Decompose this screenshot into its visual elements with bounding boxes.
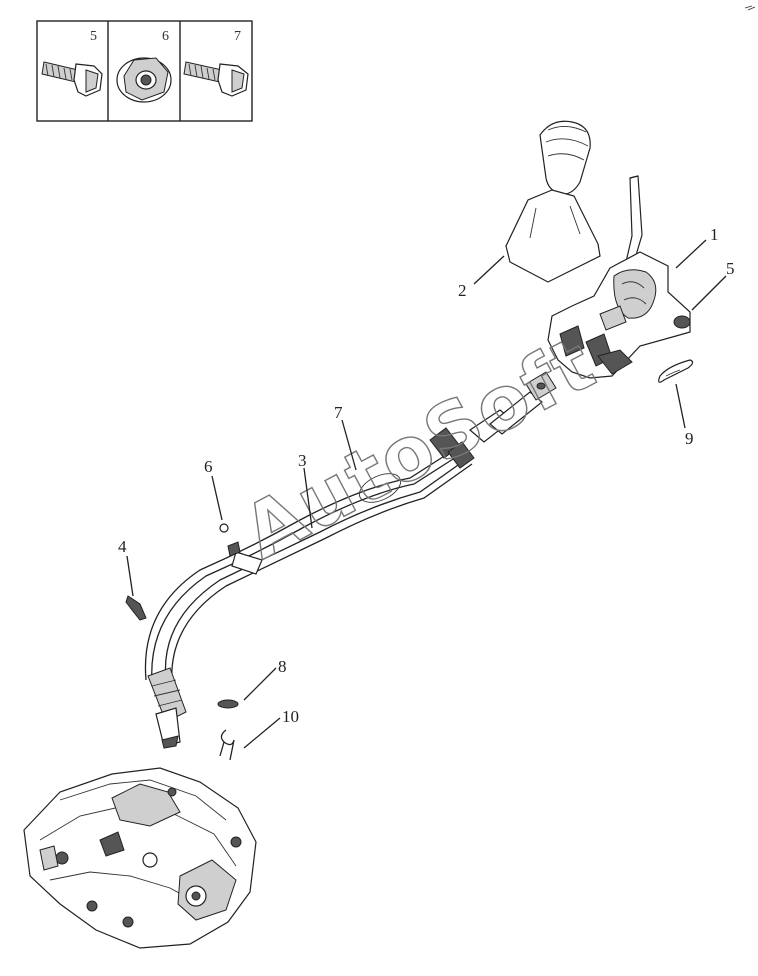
small-washer — [219, 523, 229, 533]
watermark-text: AutoSoft — [230, 320, 609, 576]
inset-label-5: 5 — [90, 29, 97, 44]
inset-label-7: 7 — [234, 29, 241, 44]
callout-2: 2 — [458, 281, 467, 300]
callout-4: 4 — [118, 537, 127, 556]
r-clip-pin — [219, 729, 235, 761]
callout-8: 8 — [278, 657, 287, 676]
leader-lines — [126, 239, 727, 749]
transmission-housing — [23, 767, 257, 949]
gear-knob-and-boot — [505, 120, 601, 283]
grommet — [217, 699, 239, 709]
callout-9: 9 — [685, 429, 694, 448]
r-clip-pin — [658, 359, 694, 383]
shift-cables — [144, 371, 557, 749]
cable-clip — [125, 595, 147, 621]
bolt-icon — [41, 61, 103, 97]
stray-mark — [744, 5, 756, 11]
callout-3: 3 — [298, 451, 307, 470]
fastener-inset: 5 6 7 — [36, 20, 253, 122]
callout-1: 1 — [710, 225, 719, 244]
callout-6: 6 — [204, 457, 213, 476]
shifter-assembly — [547, 175, 691, 379]
inset-label-6: 6 — [162, 29, 169, 44]
callout-10: 10 — [282, 707, 299, 726]
callout-7: 7 — [334, 403, 343, 422]
bolt-icon — [183, 61, 249, 97]
callout-5: 5 — [726, 259, 735, 278]
flange-nut-icon — [116, 57, 172, 103]
